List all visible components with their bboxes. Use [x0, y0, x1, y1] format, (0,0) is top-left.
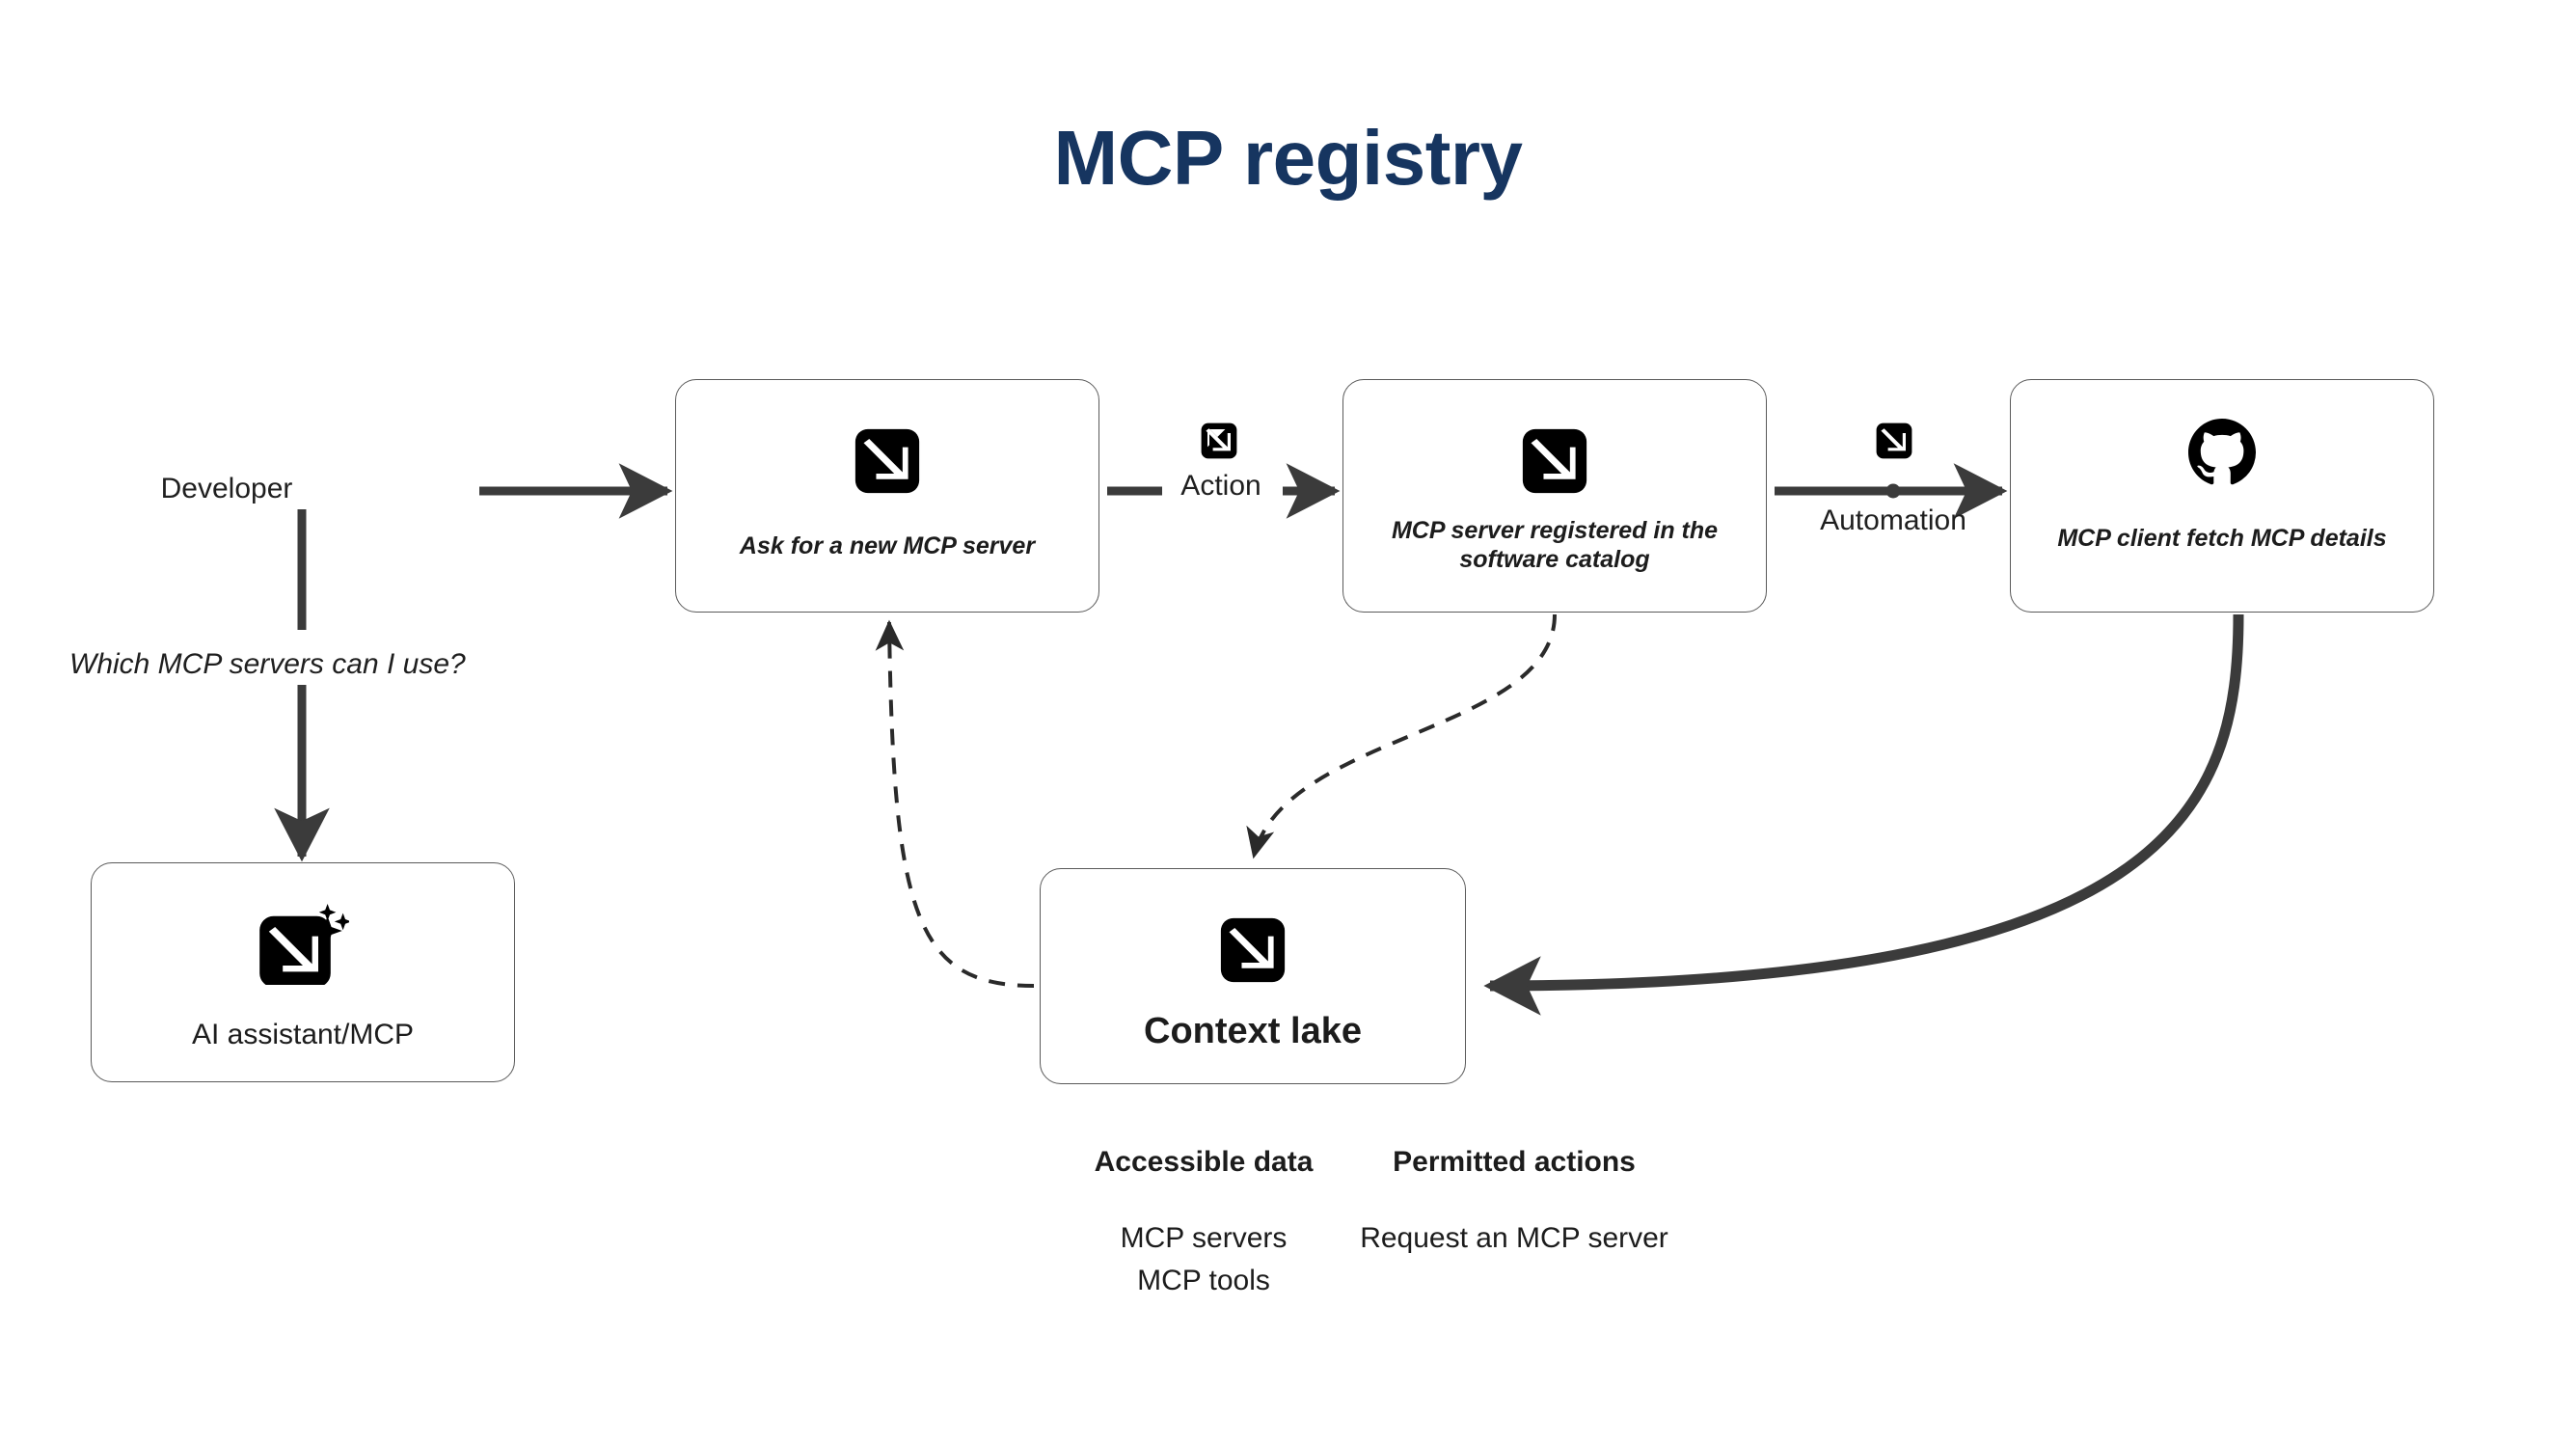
node-ask-new-server[interactable]: Ask for a new MCP server — [675, 379, 1099, 613]
edge-label-action: Action — [1180, 470, 1261, 502]
legend-accessible-data: Accessible data MCP servers MCP tools — [1078, 1146, 1329, 1301]
legend-item: Request an MCP server — [1360, 1222, 1668, 1254]
node-ai-assistant[interactable]: AI assistant/MCP — [91, 862, 515, 1082]
edge-label-automation: Automation — [1820, 504, 1966, 536]
node-label: MCP server registered in the software ca… — [1391, 517, 1719, 573]
developer-question-text: Which MCP servers can I use? — [69, 648, 466, 680]
node-label: Ask for a new MCP server — [739, 532, 1036, 559]
legend-heading: Accessible data — [1094, 1146, 1314, 1178]
node-label: AI assistant/MCP — [191, 1019, 415, 1050]
legend-item: MCP servers — [1120, 1222, 1288, 1254]
node-label: Context lake — [1144, 1011, 1362, 1051]
legend-heading: Permitted actions — [1393, 1146, 1636, 1178]
mcp-icon — [1520, 426, 1589, 496]
node-client-fetch[interactable]: MCP client fetch MCP details — [2010, 379, 2434, 613]
github-icon — [2188, 419, 2256, 486]
legend-permitted-actions: Permitted actions Request an MCP server — [1331, 1146, 1697, 1260]
edge-client-to-context-lake — [1483, 613, 2244, 1016]
page-title: MCP registry — [1053, 115, 1523, 201]
node-registered-catalog[interactable]: MCP server registered in the software ca… — [1342, 379, 1767, 613]
node-context-lake[interactable]: Context lake — [1040, 868, 1466, 1084]
edge-context-lake-to-ask-dashed — [875, 619, 1035, 988]
legend-item: MCP tools — [1137, 1264, 1270, 1296]
edge-automation-waypoint-dot — [1885, 483, 1901, 499]
developer-actor-label: Developer — [160, 473, 293, 504]
edge-registered-to-context-lake-dashed — [1246, 613, 1557, 859]
node-label: MCP client fetch MCP details — [2057, 525, 2387, 552]
mcp-icon — [853, 426, 922, 496]
mcp-icon — [1875, 422, 1913, 465]
mcp-icon — [1200, 422, 1238, 465]
mcp-sparkle-icon — [257, 904, 349, 985]
mcp-icon — [1218, 915, 1288, 985]
